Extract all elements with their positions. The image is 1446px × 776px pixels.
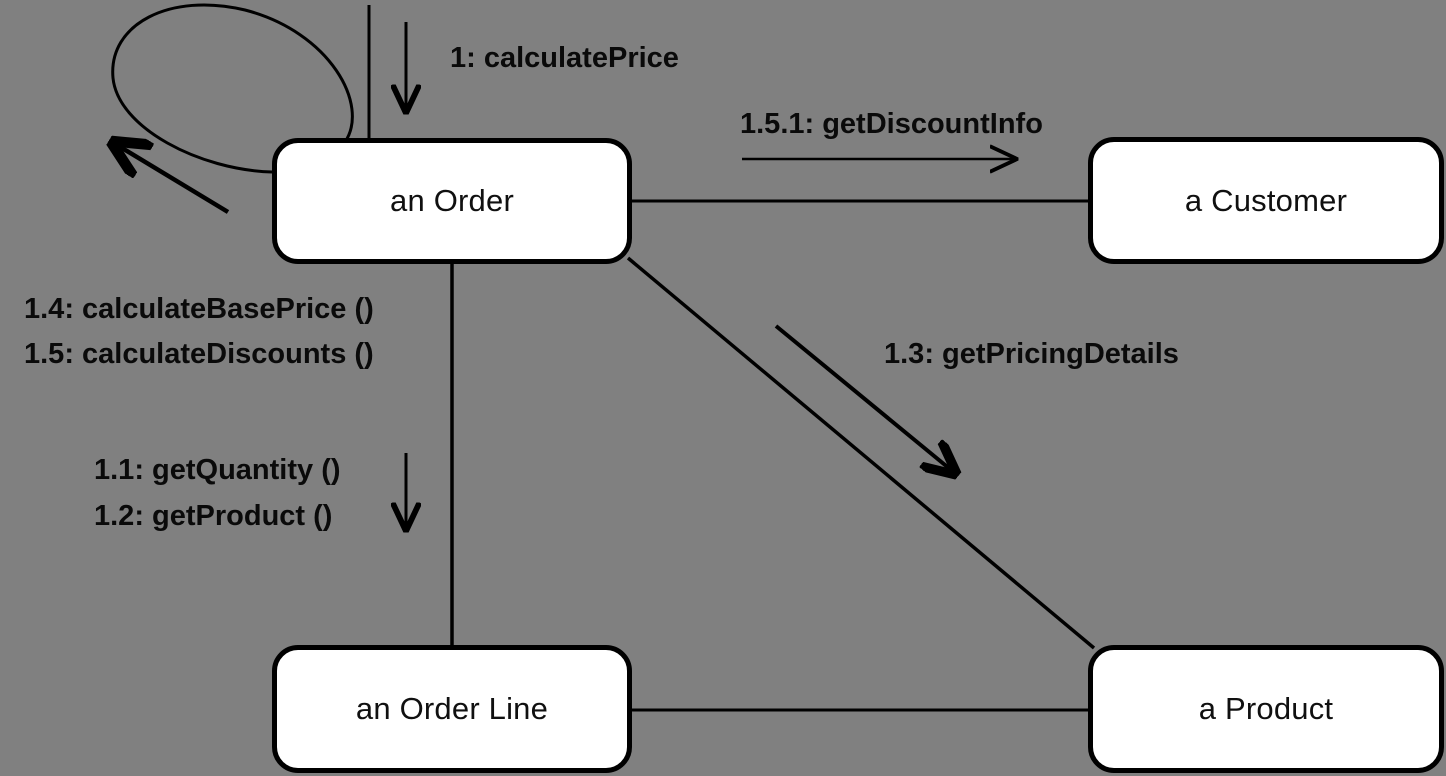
arrow-self-message — [112, 142, 230, 214]
message-label-get-product: 1.2: getProduct () — [94, 500, 333, 532]
object-label-an-order-line: an Order Line — [355, 691, 549, 726]
arrow-get-pricing-details — [774, 324, 956, 474]
object-label-a-customer: a Customer — [1184, 182, 1348, 218]
self-loop-curve — [111, 3, 354, 174]
message-label-calculate-price: 1: calculatePrice — [450, 42, 679, 74]
message-label-calculate-discounts: 1.5: calculateDiscounts () — [24, 338, 374, 370]
message-label-get-quantity: 1.1: getQuantity () — [94, 454, 341, 486]
association-links — [450, 199, 1096, 712]
object-label-an-order: an Order — [390, 183, 514, 218]
link-order-product — [626, 256, 1096, 650]
object-box-an-order-line[interactable]: an Order Line — [272, 645, 632, 773]
object-box-a-product[interactable]: a Product — [1088, 645, 1444, 773]
object-box-a-customer[interactable]: a Customer — [1088, 137, 1444, 264]
object-box-an-order[interactable]: an Order — [272, 138, 632, 264]
message-label-calculate-base-price: 1.4: calculateBasePrice () — [24, 293, 374, 325]
message-label-get-discount-info: 1.5.1: getDiscountInfo — [740, 108, 1043, 140]
message-label-get-pricing-details: 1.3: getPricingDetails — [884, 338, 1179, 370]
object-label-a-product: a Product — [1198, 691, 1334, 726]
